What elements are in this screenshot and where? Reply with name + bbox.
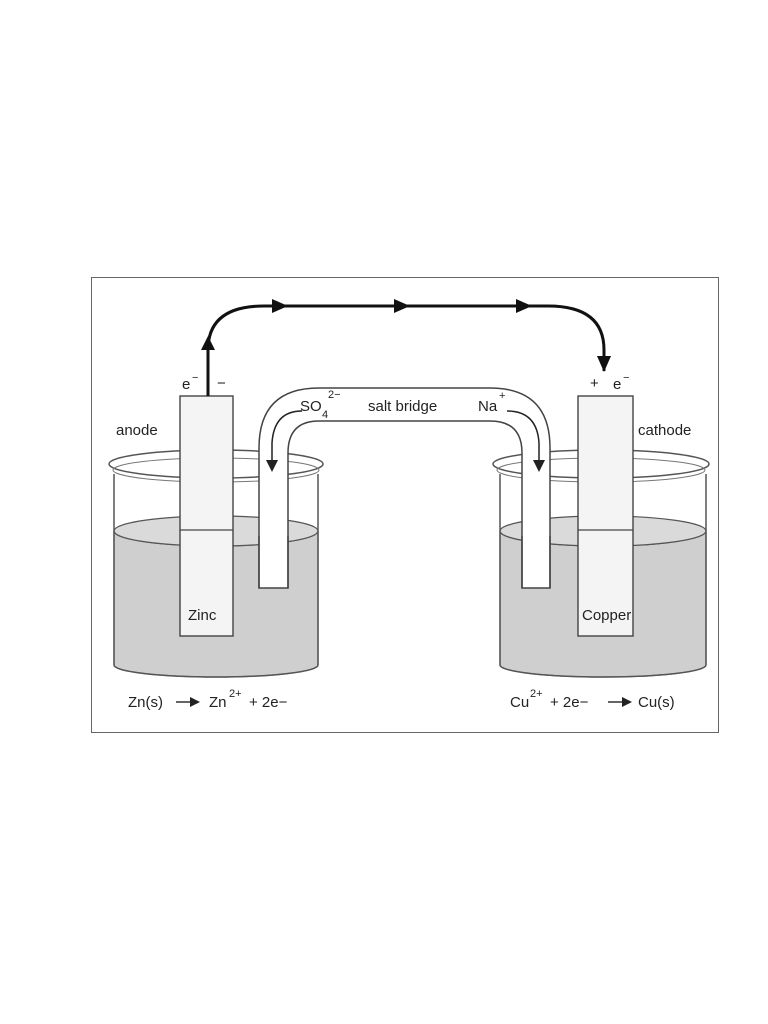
wire-down-arrow	[597, 356, 611, 372]
svg-text:Cu(s): Cu(s)	[638, 694, 675, 711]
salt-bridge-label: salt bridge	[368, 398, 437, 415]
external-wire	[201, 299, 611, 396]
wire-path	[206, 304, 606, 396]
copper-electrode	[577, 395, 634, 637]
left-beaker-bottom	[113, 664, 319, 678]
cathode-half-reaction: Cu 2+ + 2e− Cu(s)	[510, 688, 675, 711]
galvanic-cell-diagram: anode cathode Zinc Copper salt bridge e …	[108, 299, 710, 711]
cathode-label: cathode	[638, 422, 691, 439]
zinc-label: Zinc	[188, 607, 217, 624]
anode-label: anode	[116, 422, 158, 439]
right-bridge-leg-submerged	[521, 536, 551, 588]
wire-right-arrow-1	[272, 299, 288, 313]
svg-text:4: 4	[322, 409, 328, 421]
svg-text:2+: 2+	[229, 688, 242, 700]
svg-text:Na: Na	[478, 398, 498, 415]
wire-right-arrow-3	[516, 299, 532, 313]
anode-half-reaction: Zn(s) Zn 2+ + 2e−	[128, 688, 288, 711]
diagram-frame: anode cathode Zinc Copper salt bridge e …	[91, 277, 719, 733]
left-beaker-walls	[113, 474, 319, 665]
svg-text:+: +	[499, 390, 505, 402]
sulfate-flow-arrow	[266, 410, 303, 472]
svg-text:Zn: Zn	[209, 694, 227, 711]
sulfate-ion-label: SO 4 2−	[300, 389, 341, 421]
salt-bridge-tube	[258, 387, 551, 589]
right-beaker-bottom	[499, 664, 707, 678]
svg-text:SO: SO	[300, 398, 322, 415]
svg-text:Cu: Cu	[510, 694, 529, 711]
svg-text:Zn(s): Zn(s)	[128, 694, 163, 711]
sodium-flow-arrow	[506, 410, 545, 472]
right-beaker-walls	[499, 474, 707, 665]
left-bridge-leg-submerged	[258, 536, 289, 588]
salt-bridge-body	[258, 387, 551, 589]
cathode-plus-sign: +	[590, 375, 599, 392]
cathode-electron-label: e	[613, 376, 621, 393]
svg-text:2−: 2−	[328, 389, 341, 401]
zinc-electrode	[179, 395, 234, 637]
svg-text:+ 2e−: + 2e−	[550, 694, 589, 711]
wire-up-arrow	[201, 336, 215, 350]
wire-right-arrow-2	[394, 299, 410, 313]
svg-text:2+: 2+	[530, 688, 543, 700]
sodium-ion-label: Na +	[478, 390, 505, 415]
anode-electron-charge: −	[192, 372, 198, 384]
anode-minus-sign: −	[217, 375, 226, 392]
anode-electron-label: e	[182, 376, 190, 393]
svg-text:+ 2e−: + 2e−	[249, 694, 288, 711]
copper-label: Copper	[582, 607, 631, 624]
cathode-electron-charge: −	[623, 372, 629, 384]
